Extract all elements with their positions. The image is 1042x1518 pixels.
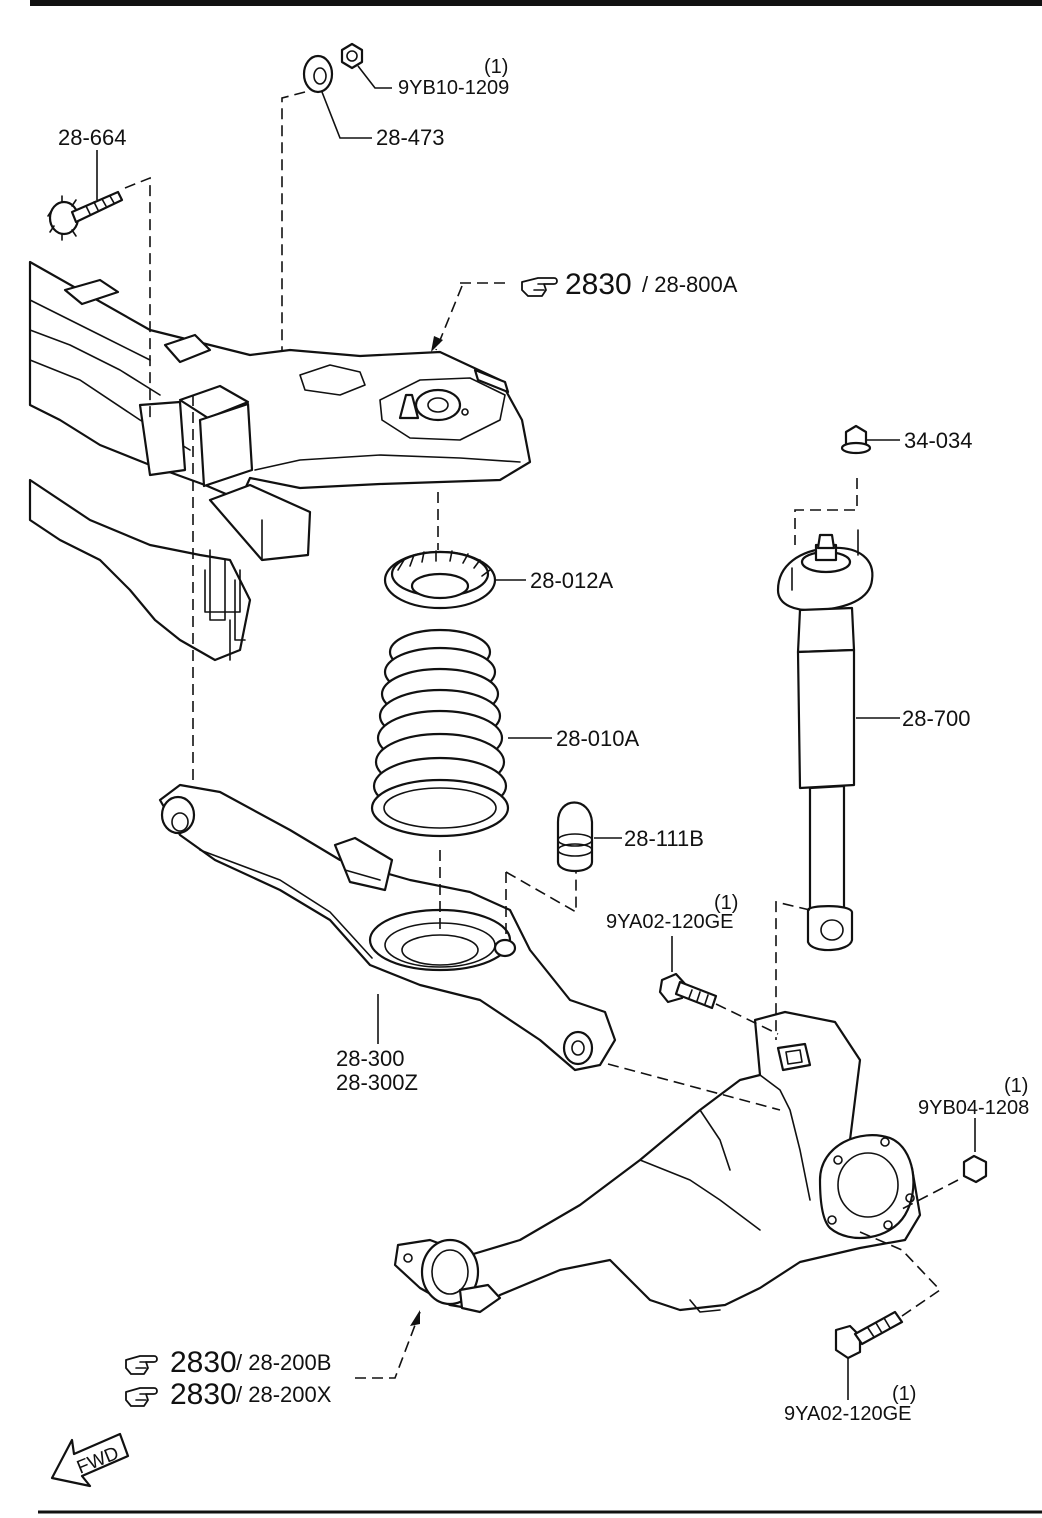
lower-arm — [158, 783, 617, 1072]
trailing-ref-1-part: / 28-200B — [236, 1350, 331, 1375]
bump-stop — [556, 801, 594, 873]
pointing-hand-icon — [521, 277, 558, 297]
adj-bolt-label: 28-664 — [58, 125, 127, 150]
pointing-hand-icon — [125, 1387, 158, 1407]
trailing-ref-1-number: 2830 — [170, 1346, 237, 1379]
crossmember-ref-number: 2830 — [565, 268, 632, 301]
crossmember — [28, 260, 532, 662]
leader-lines — [96, 65, 976, 1400]
trailing-link-ref-1: 2830 / 28-200B — [125, 1346, 331, 1379]
shock-absorber — [776, 529, 874, 952]
crossmember-ref-part: / 28-800A — [642, 272, 738, 297]
nut-right-label: 9YB04-1208 — [918, 1097, 1029, 1119]
arrow-head-crossmember — [431, 336, 443, 352]
bolt-mid-qty: (1) — [714, 892, 738, 914]
bump-stop-label: 28-111B — [624, 826, 704, 851]
shock-absorber-label: 28-700 — [902, 706, 971, 731]
spring-label: 28-010A — [556, 726, 640, 751]
nut-right-qty: (1) — [1004, 1075, 1028, 1097]
shock-nut-label: 34-034 — [904, 428, 973, 453]
crossmember-ref: 2830 / 28-800A — [521, 268, 738, 301]
nut-top-label: 9YB10-1209 — [398, 77, 509, 99]
pointing-hand-icon — [125, 1355, 158, 1375]
trailing-ref-2-number: 2830 — [170, 1378, 237, 1411]
lower-arm-label-a: 28-300 — [336, 1046, 405, 1071]
bolt-bottom-qty: (1) — [892, 1383, 916, 1405]
fasteners — [47, 42, 988, 1360]
top-border — [30, 0, 1042, 6]
rear-knuckle — [393, 1010, 922, 1314]
trailing-ref-2-part: / 28-200X — [236, 1382, 332, 1407]
nut-top-qty: (1) — [484, 56, 508, 78]
arrow-head-trailing — [410, 1310, 420, 1326]
forward-arrow-icon: FWD — [50, 1432, 130, 1488]
washer-top-label: 28-473 — [376, 125, 445, 150]
spring-seat-label: 28-012A — [530, 568, 614, 593]
bolt-mid-label: 9YA02-120GE — [606, 911, 734, 933]
lower-arm-label-b: 28-300Z — [336, 1070, 418, 1095]
trailing-link-ref-2: 2830 / 28-200X — [125, 1378, 332, 1411]
spring-seat — [383, 550, 497, 610]
coil-spring — [370, 628, 510, 838]
bolt-bottom-label: 9YA02-120GE — [784, 1403, 912, 1425]
labels: (1) 9YB10-1209 28-473 28-664 2830 / 28-8… — [58, 56, 1029, 1425]
